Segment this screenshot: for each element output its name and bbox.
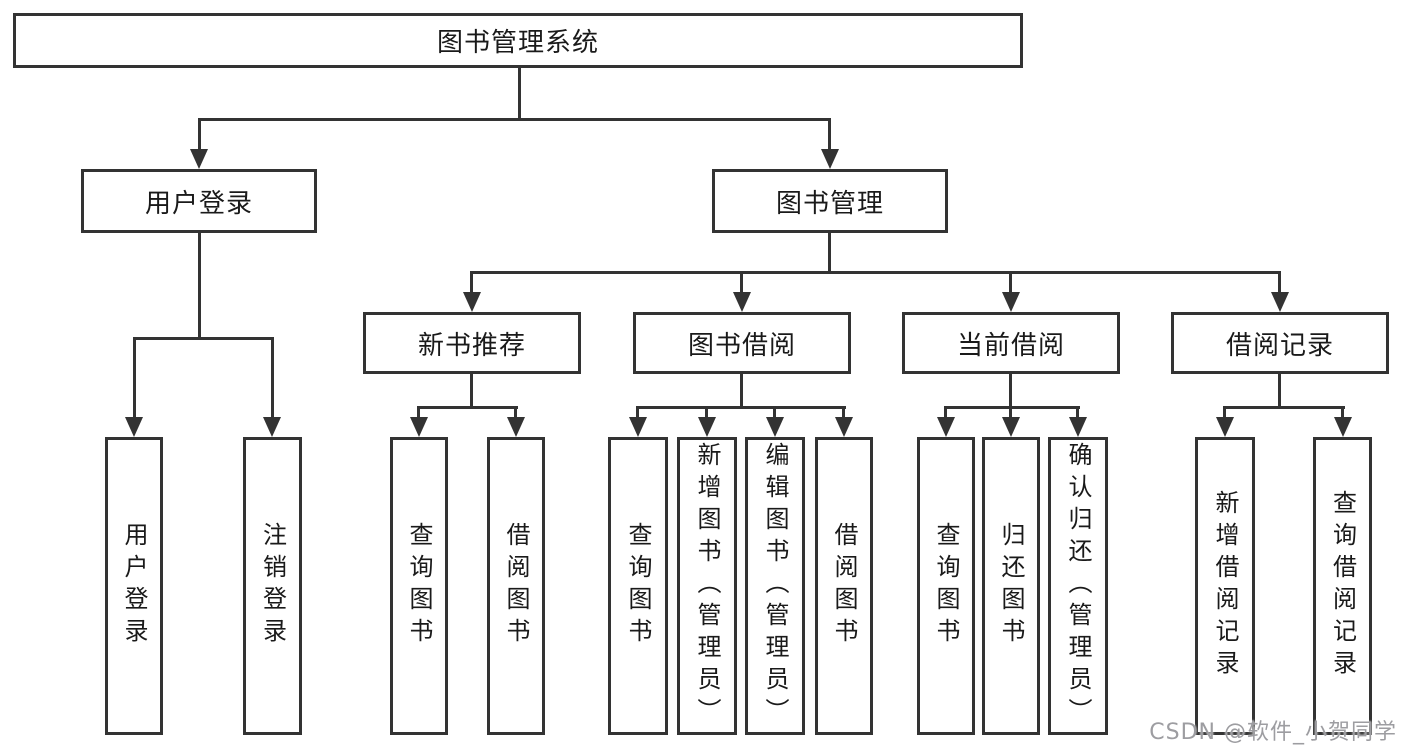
arrow-down-icon: [835, 417, 853, 437]
leaf-borrow-edit-books-admin-label: 编辑图书（管理员）: [761, 442, 789, 730]
connector-new-book-stem: [470, 374, 473, 408]
connector-to-leaf-user-login: [133, 337, 136, 419]
leaf-newbook-query-books-label: 查询图书: [405, 522, 433, 650]
connector-new-book-split: [417, 406, 518, 409]
leaf-borrow-add-books-admin-label: 新增图书（管理员）: [693, 442, 721, 730]
leaf-borrow-query-books-label: 查询图书: [624, 522, 652, 650]
connector-to-leaf: [417, 406, 420, 419]
node-book-management-label: 图书管理: [775, 188, 884, 219]
connector-root-split: [198, 118, 831, 121]
connector-to-leaf-logout: [271, 337, 274, 419]
node-new-book-recommend-label: 新书推荐: [417, 330, 526, 361]
connector-to-book-borrow: [740, 271, 743, 295]
leaf-logout: 注销登录: [243, 437, 302, 735]
arrow-down-icon: [263, 417, 281, 437]
arrow-down-icon: [1216, 417, 1234, 437]
node-current-borrow: 当前借阅: [902, 312, 1120, 374]
leaf-user-login-label: 用户登录: [120, 522, 148, 650]
connector-to-leaf: [1223, 406, 1226, 419]
leaf-current-return-books-label: 归还图书: [997, 522, 1025, 650]
leaf-borrow-borrow-books-label: 借阅图书: [830, 522, 858, 650]
connector-to-leaf: [514, 406, 517, 419]
arrow-down-icon: [1069, 417, 1087, 437]
leaf-records-query-record: 查询借阅记录: [1313, 437, 1372, 735]
node-book-management: 图书管理: [712, 169, 948, 233]
connector-to-leaf: [842, 406, 845, 419]
leaf-borrow-add-books-admin: 新增图书（管理员）: [677, 437, 737, 735]
node-root: 图书管理系统: [13, 13, 1023, 68]
leaf-borrow-borrow-books: 借阅图书: [815, 437, 873, 735]
connector-to-current-borrow: [1009, 271, 1012, 295]
connector-to-book-management: [828, 118, 831, 151]
connector-to-leaf: [944, 406, 947, 419]
connector-to-leaf: [1009, 406, 1012, 419]
arrow-down-icon: [698, 417, 716, 437]
leaf-records-add-record-label: 新增借阅记录: [1211, 490, 1239, 682]
connector-to-leaf: [705, 406, 708, 419]
connector-user-login-stem: [198, 233, 201, 339]
leaf-current-query-books-label: 查询图书: [932, 522, 960, 650]
arrow-down-icon: [1002, 292, 1020, 312]
arrow-down-icon: [410, 417, 428, 437]
connector-root-stem: [518, 67, 521, 120]
node-user-login: 用户登录: [81, 169, 317, 233]
connector-book-borrow-stem: [740, 374, 743, 408]
arrow-down-icon: [937, 417, 955, 437]
leaf-user-login: 用户登录: [105, 437, 163, 735]
connector-current-borrow-split: [944, 406, 1080, 409]
connector-borrow-records-stem: [1278, 374, 1281, 408]
connector-to-new-book: [470, 271, 473, 295]
leaf-borrow-query-books: 查询图书: [608, 437, 668, 735]
csdn-watermark: CSDN @软件_小贺同学: [1149, 720, 1397, 745]
leaf-newbook-query-books: 查询图书: [390, 437, 448, 735]
arrow-down-icon: [1334, 417, 1352, 437]
connector-book-borrow-split: [636, 406, 846, 409]
node-root-label: 图书管理系统: [436, 28, 599, 58]
node-book-borrow-label: 图书借阅: [687, 330, 796, 361]
node-borrow-records: 借阅记录: [1171, 312, 1389, 374]
arrow-down-icon: [190, 149, 208, 169]
arrow-down-icon: [1271, 292, 1289, 312]
node-new-book-recommend: 新书推荐: [363, 312, 581, 374]
leaf-records-query-record-label: 查询借阅记录: [1328, 490, 1357, 682]
leaf-records-add-record: 新增借阅记录: [1195, 437, 1255, 735]
leaf-newbook-borrow-books-label: 借阅图书: [502, 522, 530, 650]
connector-to-leaf: [1076, 406, 1079, 419]
connector-borrow-records-split: [1223, 406, 1345, 409]
connector-to-leaf: [773, 406, 776, 419]
arrow-down-icon: [463, 292, 481, 312]
arrow-down-icon: [125, 417, 143, 437]
connector-to-leaf: [636, 406, 639, 419]
arrow-down-icon: [507, 417, 525, 437]
connector-book-management-split: [471, 271, 1281, 274]
arrow-down-icon: [821, 149, 839, 169]
leaf-borrow-edit-books-admin: 编辑图书（管理员）: [745, 437, 805, 735]
connector-current-borrow-stem: [1009, 374, 1012, 408]
connector-user-login-split: [133, 337, 274, 340]
leaf-current-return-books: 归还图书: [982, 437, 1040, 735]
connector-to-leaf: [1341, 406, 1344, 419]
leaf-newbook-borrow-books: 借阅图书: [487, 437, 545, 735]
arrow-down-icon: [766, 417, 784, 437]
node-borrow-records-label: 借阅记录: [1225, 330, 1334, 361]
leaf-logout-label: 注销登录: [258, 522, 287, 650]
leaf-current-query-books: 查询图书: [917, 437, 975, 735]
arrow-down-icon: [733, 292, 751, 312]
connector-to-user-login: [198, 118, 201, 151]
leaf-current-confirm-return-admin-label: 确认归还（管理员）: [1064, 442, 1092, 730]
node-user-login-label: 用户登录: [144, 188, 253, 219]
connector-to-borrow-records: [1278, 271, 1281, 295]
arrow-down-icon: [629, 417, 647, 437]
connector-book-management-stem: [828, 233, 831, 274]
arrow-down-icon: [1002, 417, 1020, 437]
node-current-borrow-label: 当前借阅: [956, 330, 1065, 361]
node-book-borrow: 图书借阅: [633, 312, 851, 374]
leaf-current-confirm-return-admin: 确认归还（管理员）: [1048, 437, 1108, 735]
